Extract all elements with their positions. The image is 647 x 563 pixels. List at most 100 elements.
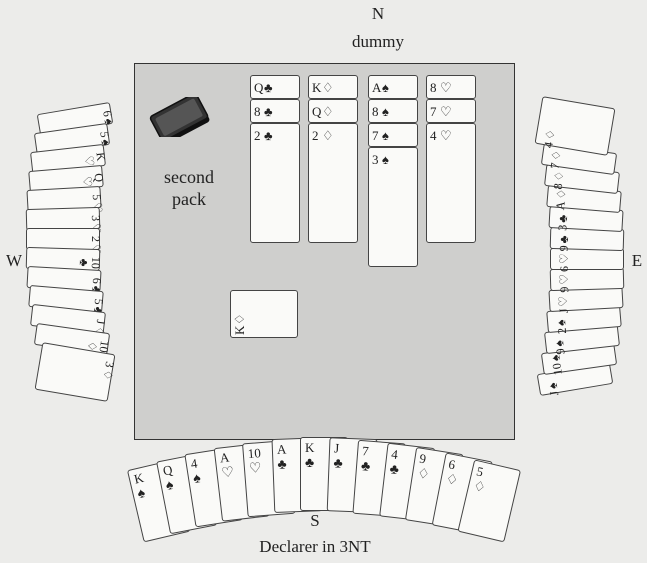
card-rank: 9 bbox=[557, 245, 569, 251]
card-rank: 6 bbox=[558, 266, 570, 272]
second-pack-label-2: pack bbox=[150, 189, 228, 210]
card-rank: 9 bbox=[558, 286, 570, 292]
club-icon: ♣ bbox=[277, 459, 287, 472]
card-rank: 5 bbox=[91, 194, 103, 201]
card-rank: 4 bbox=[190, 456, 198, 470]
card-rank: 6 bbox=[91, 278, 103, 285]
card-rank: 6 bbox=[447, 457, 456, 471]
spade-icon: ♠ bbox=[555, 319, 567, 326]
card-rank: A bbox=[372, 81, 381, 94]
club-icon: ♣ bbox=[558, 235, 570, 243]
card-rank: 3 bbox=[104, 361, 117, 369]
card-rank: A bbox=[554, 201, 567, 211]
second-pack-deck[interactable] bbox=[148, 97, 212, 137]
card-rank: 3 bbox=[90, 215, 102, 221]
card-rank: 10 bbox=[90, 257, 102, 269]
diamond-icon: ♢ bbox=[472, 480, 487, 496]
club-icon: ♣ bbox=[305, 457, 314, 470]
second-pack-label: second bbox=[150, 167, 228, 188]
club-icon: ♣ bbox=[557, 215, 569, 224]
heart-icon: ♡ bbox=[558, 274, 570, 285]
spade-icon: ♠ bbox=[546, 382, 559, 390]
card-rank: 5 bbox=[98, 131, 111, 139]
card-rank: 8 bbox=[372, 105, 379, 118]
card-rank: J bbox=[557, 308, 569, 313]
north-seat-label: N bbox=[368, 4, 388, 24]
dummy-card[interactable]: 8♡ bbox=[426, 75, 476, 99]
heart-icon: ♡ bbox=[440, 105, 452, 118]
card-rank: 4 bbox=[430, 129, 437, 142]
dummy-card[interactable]: K♢ bbox=[308, 75, 358, 99]
diamond-icon: ♢ bbox=[444, 473, 459, 488]
card-rank: A bbox=[219, 450, 230, 464]
dummy-card[interactable]: 8♣ bbox=[250, 99, 300, 123]
west-seat-label: W bbox=[2, 251, 26, 271]
dummy-card[interactable]: Q♢ bbox=[308, 99, 358, 123]
dummy-card[interactable]: 4♡ bbox=[426, 123, 476, 243]
card-rank: 7 bbox=[372, 129, 379, 142]
played-card[interactable]: K ♢ bbox=[230, 290, 298, 338]
dummy-card[interactable]: 7♠ bbox=[368, 123, 418, 147]
spade-icon: ♠ bbox=[382, 153, 389, 166]
heart-icon: ♡ bbox=[558, 253, 570, 264]
heart-icon: ♡ bbox=[220, 466, 234, 480]
dummy-card[interactable]: 8♠ bbox=[368, 99, 418, 123]
dummy-card[interactable]: 2♣ bbox=[250, 123, 300, 243]
spade-icon: ♠ bbox=[549, 354, 562, 362]
east-card[interactable]: 4♢ bbox=[534, 96, 615, 156]
card-rank: 6 bbox=[102, 110, 115, 118]
club-icon: ♣ bbox=[264, 81, 273, 94]
diamond-icon: ♢ bbox=[233, 313, 246, 325]
dummy-card[interactable]: Q♣ bbox=[250, 75, 300, 99]
card-rank: 10 bbox=[550, 362, 564, 376]
spade-icon: ♠ bbox=[382, 129, 389, 142]
card-rank: Q bbox=[254, 81, 263, 94]
card-rank: 4 bbox=[390, 447, 398, 461]
heart-icon: ♡ bbox=[249, 462, 263, 476]
card-rank: 5 bbox=[92, 298, 104, 305]
dummy-card[interactable]: 3♠ bbox=[368, 147, 418, 267]
heart-icon: ♡ bbox=[440, 81, 452, 94]
card-rank: J bbox=[95, 319, 107, 325]
south-declarer-label: Declarer in 3NT bbox=[220, 537, 410, 557]
card-rank: 9 bbox=[419, 451, 427, 465]
card-rank: 7 bbox=[430, 105, 437, 118]
south-seat-label: S bbox=[300, 511, 330, 531]
spade-icon: ♠ bbox=[164, 479, 174, 493]
card-rank: 7 bbox=[362, 444, 369, 457]
diamond-icon: ♢ bbox=[549, 149, 562, 161]
card-rank: Q bbox=[161, 463, 173, 478]
club-icon: ♣ bbox=[264, 105, 273, 118]
card-rank: 8 bbox=[430, 81, 437, 94]
played-card-rank: K bbox=[233, 326, 246, 335]
east-card-index: 4♢ bbox=[542, 119, 564, 150]
heart-icon: ♡ bbox=[557, 296, 570, 307]
club-icon: ♣ bbox=[333, 458, 343, 471]
diamond-icon: ♢ bbox=[102, 369, 116, 382]
card-rank: 2 bbox=[312, 129, 319, 142]
card-rank: 8 bbox=[254, 105, 261, 118]
card-rank: K bbox=[133, 471, 145, 486]
card-rank: 10 bbox=[247, 446, 261, 460]
club-icon: ♣ bbox=[264, 129, 273, 142]
east-seat-label: E bbox=[627, 251, 647, 271]
card-rank: 9 bbox=[554, 348, 567, 355]
dummy-card[interactable]: 7♡ bbox=[426, 99, 476, 123]
card-rank: J bbox=[547, 390, 560, 397]
card-rank: Q bbox=[312, 105, 321, 118]
diamond-icon: ♢ bbox=[322, 129, 334, 142]
card-rank: 3 bbox=[556, 224, 568, 231]
spade-icon: ♠ bbox=[382, 105, 389, 118]
diamond-icon: ♢ bbox=[543, 128, 557, 141]
card-rank: 2 bbox=[90, 236, 102, 242]
club-icon: ♣ bbox=[78, 258, 90, 266]
card-rank: 2 bbox=[254, 129, 261, 142]
heart-icon: ♡ bbox=[440, 129, 452, 142]
card-rank: 5 bbox=[475, 464, 484, 478]
spade-icon: ♠ bbox=[136, 487, 146, 501]
club-icon: ♣ bbox=[388, 463, 399, 477]
north-dummy-label: dummy bbox=[318, 32, 438, 52]
spade-icon: ♠ bbox=[192, 472, 201, 486]
dummy-card[interactable]: 2♢ bbox=[308, 123, 358, 243]
dummy-card[interactable]: A♠ bbox=[368, 75, 418, 99]
